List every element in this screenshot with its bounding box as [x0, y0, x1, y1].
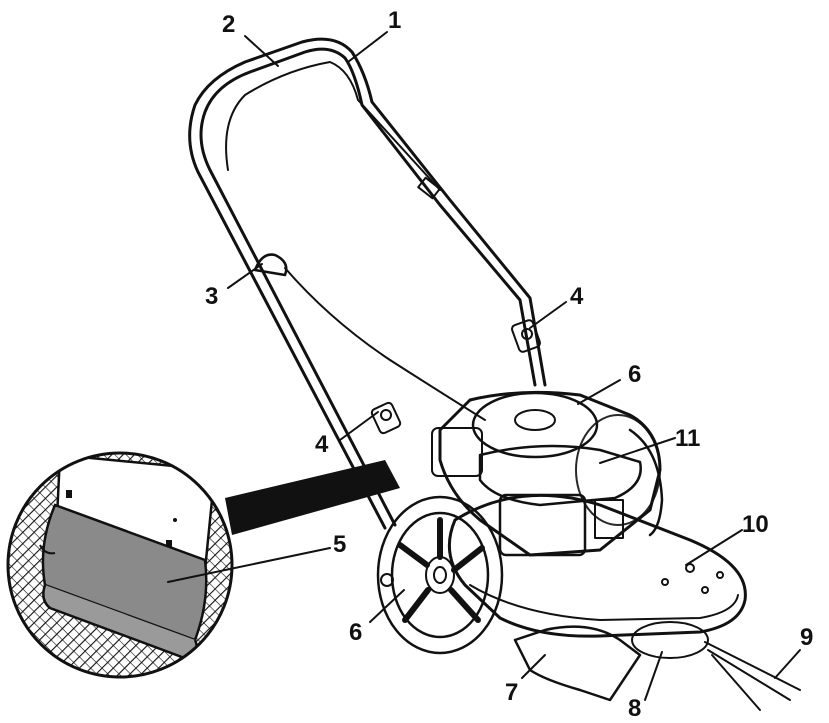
callout-6b: 6 [349, 619, 362, 646]
zoom-detail [6, 451, 234, 679]
callout-10: 10 [742, 511, 769, 538]
callout-5: 5 [333, 531, 346, 558]
handle-assembly [188, 37, 547, 530]
zoom-connector [225, 460, 400, 535]
callout-11: 11 [675, 425, 700, 452]
right-wheel [628, 428, 664, 537]
trimmer-guard [513, 621, 801, 711]
left-wheel [376, 495, 504, 655]
callout-3: 3 [205, 283, 218, 310]
callout-6a: 6 [628, 361, 641, 388]
callout-1: 1 [388, 7, 401, 34]
callouts: 1 2 3 4 4 5 6 6 7 8 9 10 11 [205, 7, 813, 722]
callout-9: 9 [800, 624, 813, 651]
callout-8: 8 [628, 695, 641, 722]
callout-7: 7 [505, 679, 518, 706]
callout-2: 2 [222, 11, 235, 38]
callout-4b: 4 [315, 431, 329, 458]
engine [431, 390, 662, 557]
callout-4a: 4 [570, 283, 584, 310]
leader-lines [167, 31, 801, 701]
